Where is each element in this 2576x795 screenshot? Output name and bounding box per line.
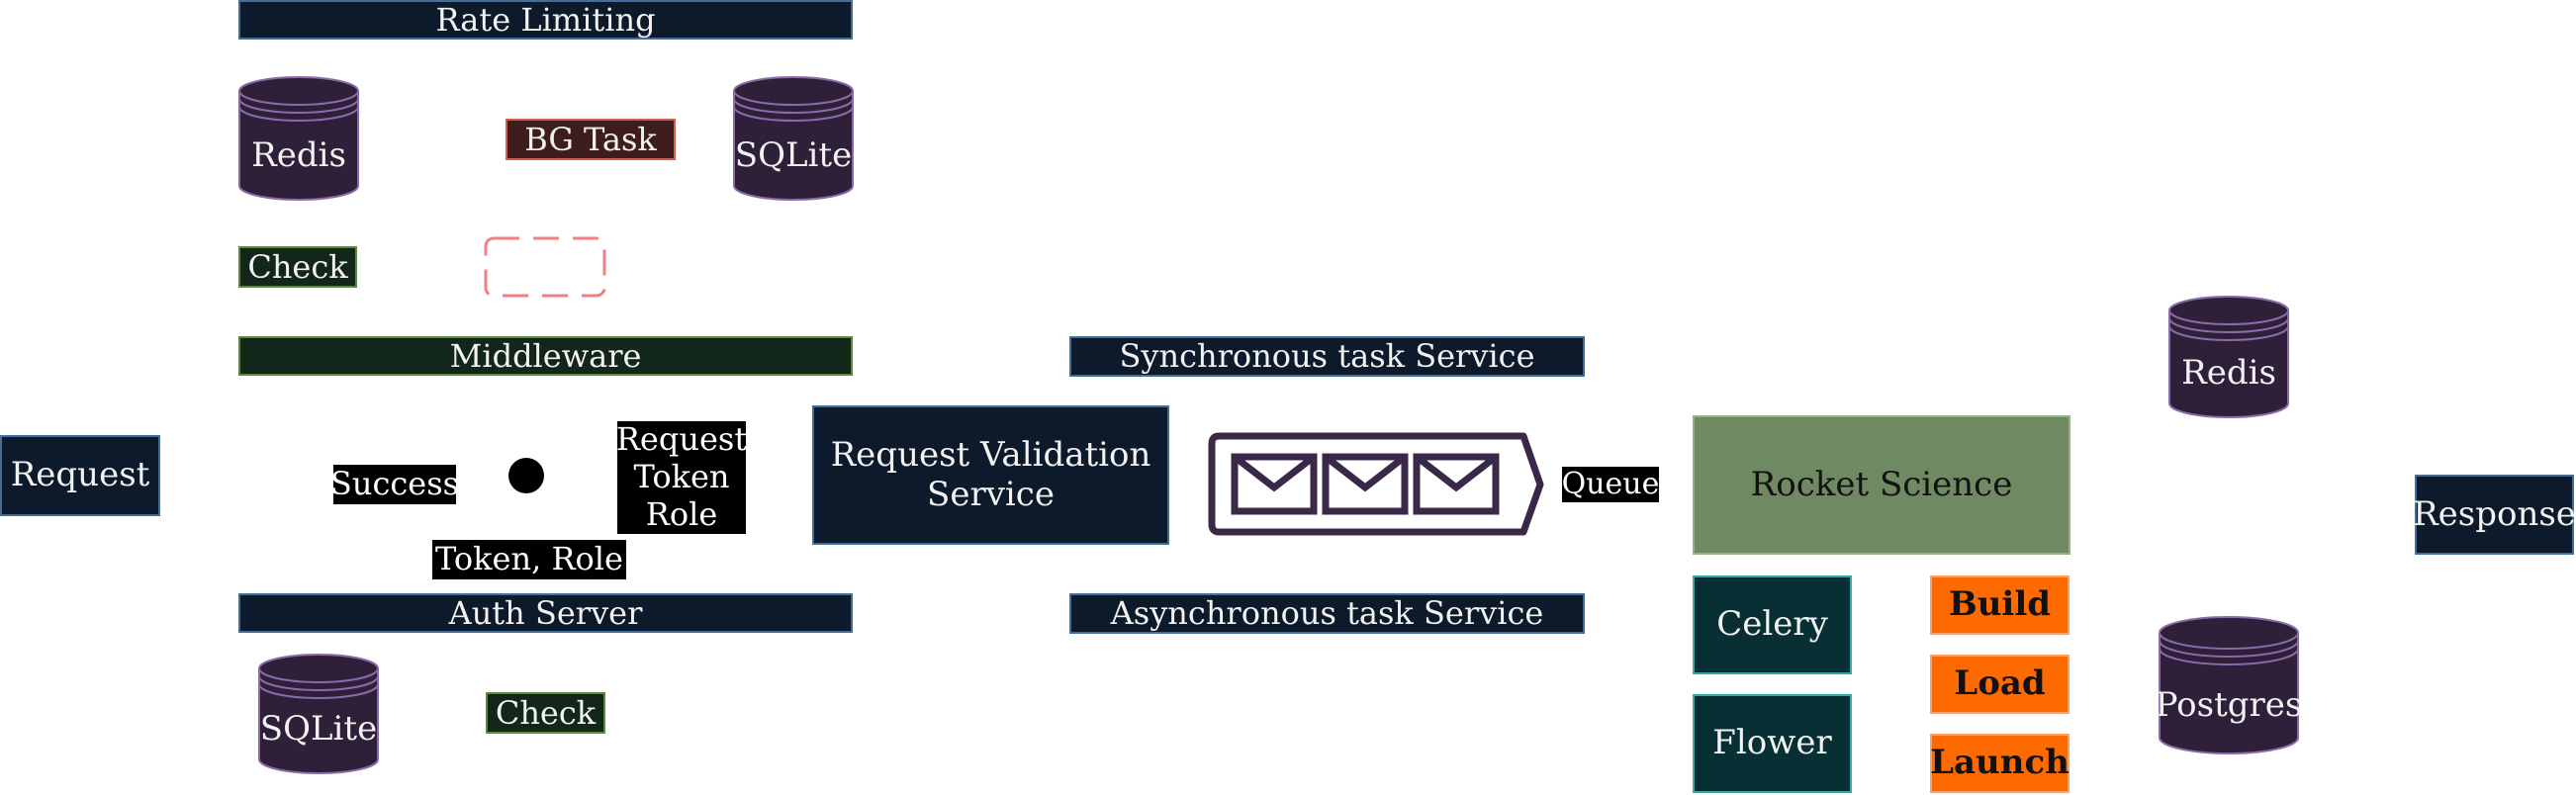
launch-task: Launch — [1930, 734, 2070, 793]
auth-server-title: Auth Server — [448, 593, 643, 632]
database-icon — [733, 76, 854, 201]
rocket-science-box: Rocket Science — [1693, 415, 2070, 555]
check-auth-text: Check — [495, 693, 597, 732]
request-validation-service: Request Validation Service — [812, 405, 1169, 545]
envelope-icon — [1322, 453, 1409, 515]
sqlite-auth-text: SQLite — [259, 709, 378, 750]
token-role-text: Token, Role — [435, 540, 623, 578]
flower-text: Flower — [1712, 723, 1832, 763]
dot-icon — [508, 458, 544, 493]
load-text: Load — [1954, 663, 2046, 704]
success-text: Success — [329, 465, 460, 503]
check-box-auth: Check — [486, 692, 605, 734]
response-box: Response — [2413, 475, 2576, 555]
load-task: Load — [1930, 655, 2070, 714]
request-box: Request — [0, 435, 160, 516]
request-validation-line2: Service — [927, 474, 1055, 514]
token-text: Token — [633, 458, 730, 496]
database-icon — [238, 76, 359, 201]
redis-label: Redis — [239, 134, 358, 178]
envelope-icon — [1231, 453, 1318, 515]
bg-task-box: BG Task — [506, 119, 676, 160]
middleware-header: Middleware — [238, 336, 853, 376]
database-icon — [258, 654, 379, 774]
postgres-text: Postgres — [2155, 685, 2303, 726]
redis-right-text: Redis — [2181, 353, 2276, 394]
request-token-role-label: Request Token Role — [615, 420, 748, 534]
sqlite-text: SQLite — [734, 135, 853, 176]
response-text: Response — [2413, 493, 2576, 534]
dashed-placeholder — [484, 236, 606, 298]
request-validation-line1: Request Validation — [830, 435, 1151, 476]
token-role-label: Token, Role — [432, 540, 626, 579]
async-task-service-text: Asynchronous task Service — [1110, 594, 1544, 633]
build-task: Build — [1930, 575, 2070, 635]
sqlite-auth-label: SQLite — [253, 708, 384, 751]
middleware-title: Middleware — [449, 336, 642, 375]
celery-box: Celery — [1693, 575, 1852, 674]
bg-task-text: BG Task — [524, 120, 657, 158]
queue-text: Queue — [1561, 467, 1660, 502]
rate-limiting-title: Rate Limiting — [435, 0, 656, 39]
flower-box: Flower — [1693, 694, 1852, 793]
launch-text: Launch — [1930, 743, 2070, 783]
celery-text: Celery — [1716, 604, 1828, 645]
auth-server-header: Auth Server — [238, 593, 853, 633]
database-icon — [2159, 616, 2299, 754]
rocket-science-text: Rocket Science — [1750, 464, 2013, 504]
redis-right-label: Redis — [2169, 352, 2288, 396]
database-icon — [2168, 296, 2289, 418]
build-text: Build — [1948, 584, 2052, 625]
role-text: Role — [645, 494, 718, 533]
sync-task-service-text: Synchronous task Service — [1119, 337, 1535, 376]
request-box-text: Request — [10, 455, 150, 495]
check-box-rate: Check — [238, 246, 357, 288]
sync-task-service: Synchronous task Service — [1069, 336, 1585, 377]
queue-arrow-icon — [1208, 432, 1544, 536]
check-text: Check — [247, 247, 348, 286]
envelope-icon — [1413, 453, 1500, 515]
queue-label: Queue — [1562, 467, 1659, 502]
rate-limiting-header: Rate Limiting — [238, 0, 853, 40]
success-label: Success — [329, 465, 460, 504]
request-text: Request — [615, 420, 748, 459]
async-task-service: Asynchronous task Service — [1069, 593, 1585, 634]
postgres-label: Postgres — [2155, 684, 2303, 728]
redis-text: Redis — [251, 135, 346, 176]
sqlite-label: SQLite — [728, 134, 859, 178]
